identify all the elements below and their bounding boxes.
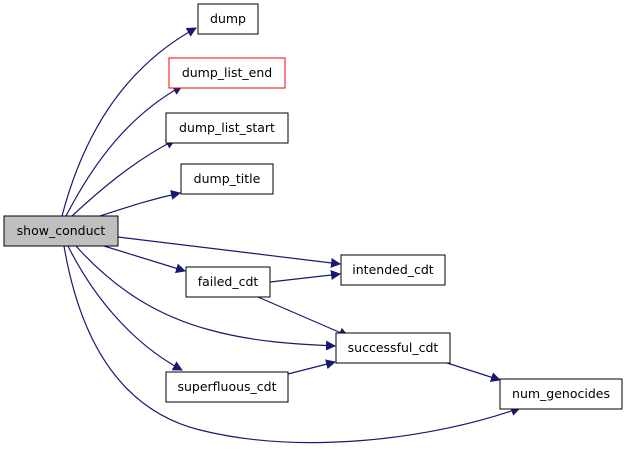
edge-show_conduct-dump: [61, 27, 197, 217]
edge-failed_cdt-successful_cdt: [257, 296, 349, 338]
node-label: dump_list_start: [179, 120, 275, 135]
node-failed_cdt[interactable]: failed_cdt: [185, 266, 271, 298]
node-successful_cdt[interactable]: successful_cdt: [335, 332, 451, 364]
node-label: dump_title: [194, 171, 261, 186]
node-num_genocides[interactable]: num_genocides: [499, 378, 623, 410]
node-label: superfluous_cdt: [177, 379, 276, 394]
edge-show_conduct-intended_cdt: [117, 236, 341, 268]
node-label: failed_cdt: [198, 274, 259, 289]
edge-show_conduct-successful_cdt: [75, 245, 336, 351]
node-label: dump_list_end: [182, 65, 272, 80]
edge-show_conduct-dump_list_end: [65, 85, 183, 217]
edge-show_conduct-superfluous_cdt: [67, 245, 183, 371]
node-dump_list_end[interactable]: dump_list_end: [168, 57, 286, 89]
edge-show_conduct-dump_title: [99, 190, 181, 217]
node-dump_list_start[interactable]: dump_list_start: [165, 112, 289, 144]
node-superfluous_cdt[interactable]: superfluous_cdt: [165, 371, 289, 403]
node-show_conduct[interactable]: show_conduct: [3, 215, 119, 247]
node-label: show_conduct: [17, 223, 106, 238]
node-dump[interactable]: dump: [197, 3, 259, 35]
edge-show_conduct-num_genocides: [63, 245, 521, 444]
node-label: num_genocides: [512, 386, 610, 401]
edge-failed_cdt-intended_cdt: [269, 270, 341, 283]
node-intended_cdt[interactable]: intended_cdt: [340, 254, 446, 286]
node-label: dump: [210, 11, 246, 26]
edge-superfluous_cdt-successful_cdt: [287, 359, 336, 375]
node-dump_title[interactable]: dump_title: [180, 163, 274, 195]
edge-show_conduct-failed_cdt: [103, 245, 186, 274]
edge-show_conduct-dump_list_start: [71, 139, 176, 217]
node-label: successful_cdt: [348, 340, 439, 355]
edges: [61, 27, 521, 444]
edge-successful_cdt-num_genocides: [443, 361, 501, 383]
node-label: intended_cdt: [352, 262, 434, 277]
